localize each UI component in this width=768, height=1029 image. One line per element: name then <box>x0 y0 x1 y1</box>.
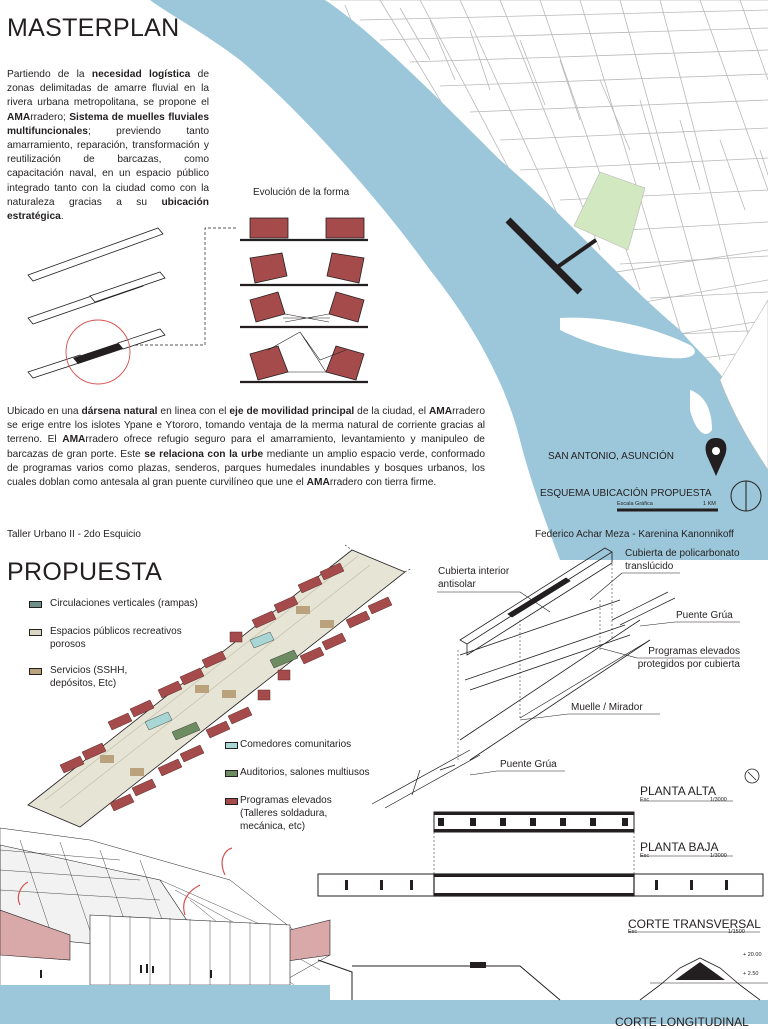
corte-transversal-esc: Esc <box>628 929 638 935</box>
location-pin-icon <box>705 438 727 476</box>
highlight-circle <box>65 319 131 385</box>
text-run: ; previendo tanto amarramiento, reparaci… <box>7 125 209 208</box>
text-bold: AMA <box>306 477 330 489</box>
north-arrow-icon <box>730 480 762 512</box>
text-run: Ubicado en una <box>7 406 82 417</box>
propuesta-title: PROPUESTA <box>7 558 163 586</box>
text-bold: AMA <box>428 406 453 417</box>
scheme-title: ESQUEMA UBICACIÓN PROPUESTA <box>540 488 712 499</box>
intro-paragraph: Partiendo de la necesidad logística de z… <box>7 68 209 224</box>
place-name: SAN ANTONIO, ASUNCIÓN <box>548 451 674 462</box>
legend-swatch-circ <box>29 601 42 608</box>
text-run: Partiendo de la <box>7 69 92 80</box>
legend-programs: Programas elevados (Talleres soldadura, … <box>240 795 332 832</box>
level-2: + 2.50 <box>743 971 759 977</box>
masterplan-title: MASTERPLAN <box>7 14 180 42</box>
label-puente-grua-2: Puente Grúa <box>500 759 557 770</box>
text-bold: se relaciona con la urbe <box>144 448 264 460</box>
legend-audit: Auditorios, salones multiusos <box>240 767 370 778</box>
text-run: en linea con el <box>157 406 230 417</box>
level-1: + 20.00 <box>743 952 762 958</box>
corte-transversal-title: CORTE TRANSVERSAL <box>628 917 761 931</box>
planta-baja-scale: 1/3000 <box>710 853 727 859</box>
label-cubierta-poli: Cubierta de policarbonato translúcido <box>625 548 740 572</box>
text-bold: Sistema de muelles fluviales multifuncio… <box>7 111 209 137</box>
dock-marker <box>505 217 598 295</box>
text-bold: AMA <box>62 434 86 446</box>
text-run: de la ciudad, el <box>354 406 429 417</box>
text-run: rradero ofrece refugio seguro para el am… <box>7 434 485 460</box>
authors-label: Federico Achar Meza - Karenina Kanonniko… <box>535 529 734 540</box>
legend-swatch-public <box>29 629 42 636</box>
legend-services: Servicios (SSHH, depósitos, Etc) <box>50 665 128 689</box>
text-run: mediante un amplio espacio verde, confor… <box>7 448 485 489</box>
planta-alta-esc: Esc <box>640 797 650 803</box>
text-bold: ubicación estratégica <box>7 196 209 223</box>
planta-alta-title: PLANTA ALTA <box>640 784 717 798</box>
street-grid <box>330 0 768 381</box>
text-run: rradero con tierra firme. <box>329 477 437 489</box>
island-1 <box>369 355 500 397</box>
text-bold: dársena natural <box>81 406 158 417</box>
text-bold: necesidad logística <box>91 69 191 80</box>
scale-value: 1 KM <box>703 501 716 507</box>
legend-swatch-audit <box>225 770 238 777</box>
text-bold: eje de movilidad principal <box>229 406 355 417</box>
planta-baja-esc: Esc <box>640 853 650 859</box>
text-run: rradero se erige entre los islotes Ypane… <box>7 406 485 446</box>
green-park <box>573 171 646 251</box>
legend-swatch-services <box>29 668 42 675</box>
label-programas: Programas elevados protegidos por cubier… <box>637 646 740 670</box>
legend-circ: Circulaciones verticales (rampas) <box>50 598 198 609</box>
legend-dining: Comedores comunitarios <box>240 739 352 750</box>
river <box>150 0 768 560</box>
legend-swatch-dining <box>225 742 238 749</box>
text-bold: AMA <box>7 111 31 123</box>
planta-alta-scale: 1/3000 <box>710 797 727 803</box>
legend-public: Espacios públicos recreativos porosos <box>50 626 182 650</box>
compass-icon <box>744 768 760 784</box>
evolution-title: Evolución de la forma <box>253 187 350 198</box>
label-muelle: Muelle / Mirador <box>571 702 643 713</box>
text-run: rradero; <box>30 111 70 123</box>
label-puente-grua-1: Puente Grúa <box>676 610 733 621</box>
corte-transversal-scale: 1/1500 <box>728 929 745 935</box>
island-2 <box>560 317 695 359</box>
text-run: de zonas delimitadas de amarre fluvial e… <box>7 69 209 109</box>
scale-label: Escala Gráfica <box>617 501 653 507</box>
planta-baja-title: PLANTA BAJA <box>640 840 719 854</box>
island-3 <box>690 390 712 434</box>
label-cubierta-interior: Cubierta interior antisolar <box>438 566 510 590</box>
text-run: . <box>60 211 64 223</box>
course-label: Taller Urbano II - 2do Esquicio <box>7 529 141 540</box>
location-paragraph: Ubicado en una dársena natural en linea … <box>7 405 485 490</box>
legend-swatch-programs <box>225 798 238 805</box>
